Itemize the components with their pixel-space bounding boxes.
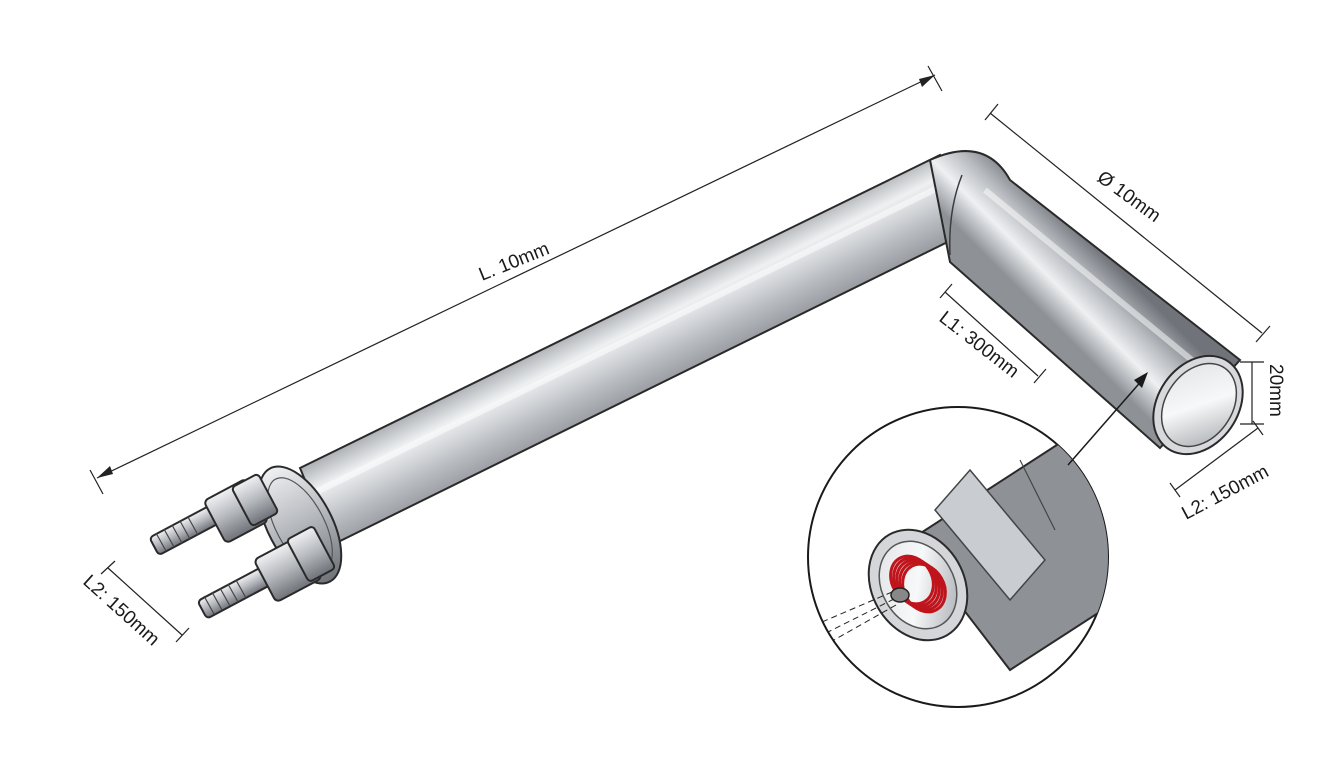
- dim-end-height: 20mm: [1240, 361, 1286, 425]
- terminal-stud-upper: [149, 473, 279, 555]
- label-diameter: Ø 10mm: [1093, 167, 1164, 227]
- label-l2-left: L2: 150mm: [79, 571, 164, 650]
- tube-open-end: [1152, 354, 1244, 456]
- label-total-length: L. 10mm: [476, 238, 552, 285]
- dim-l2-left: L2: 150mm: [79, 560, 190, 650]
- label-l2-right: L2: 150mm: [1178, 461, 1272, 524]
- terminal-stud-lower: [197, 526, 336, 619]
- label-end-height: 20mm: [1265, 364, 1286, 417]
- tube-bend-and-arm: [928, 150, 1242, 450]
- label-l1: L1: 300mm: [935, 307, 1023, 382]
- detail-callout: [807, 372, 1148, 708]
